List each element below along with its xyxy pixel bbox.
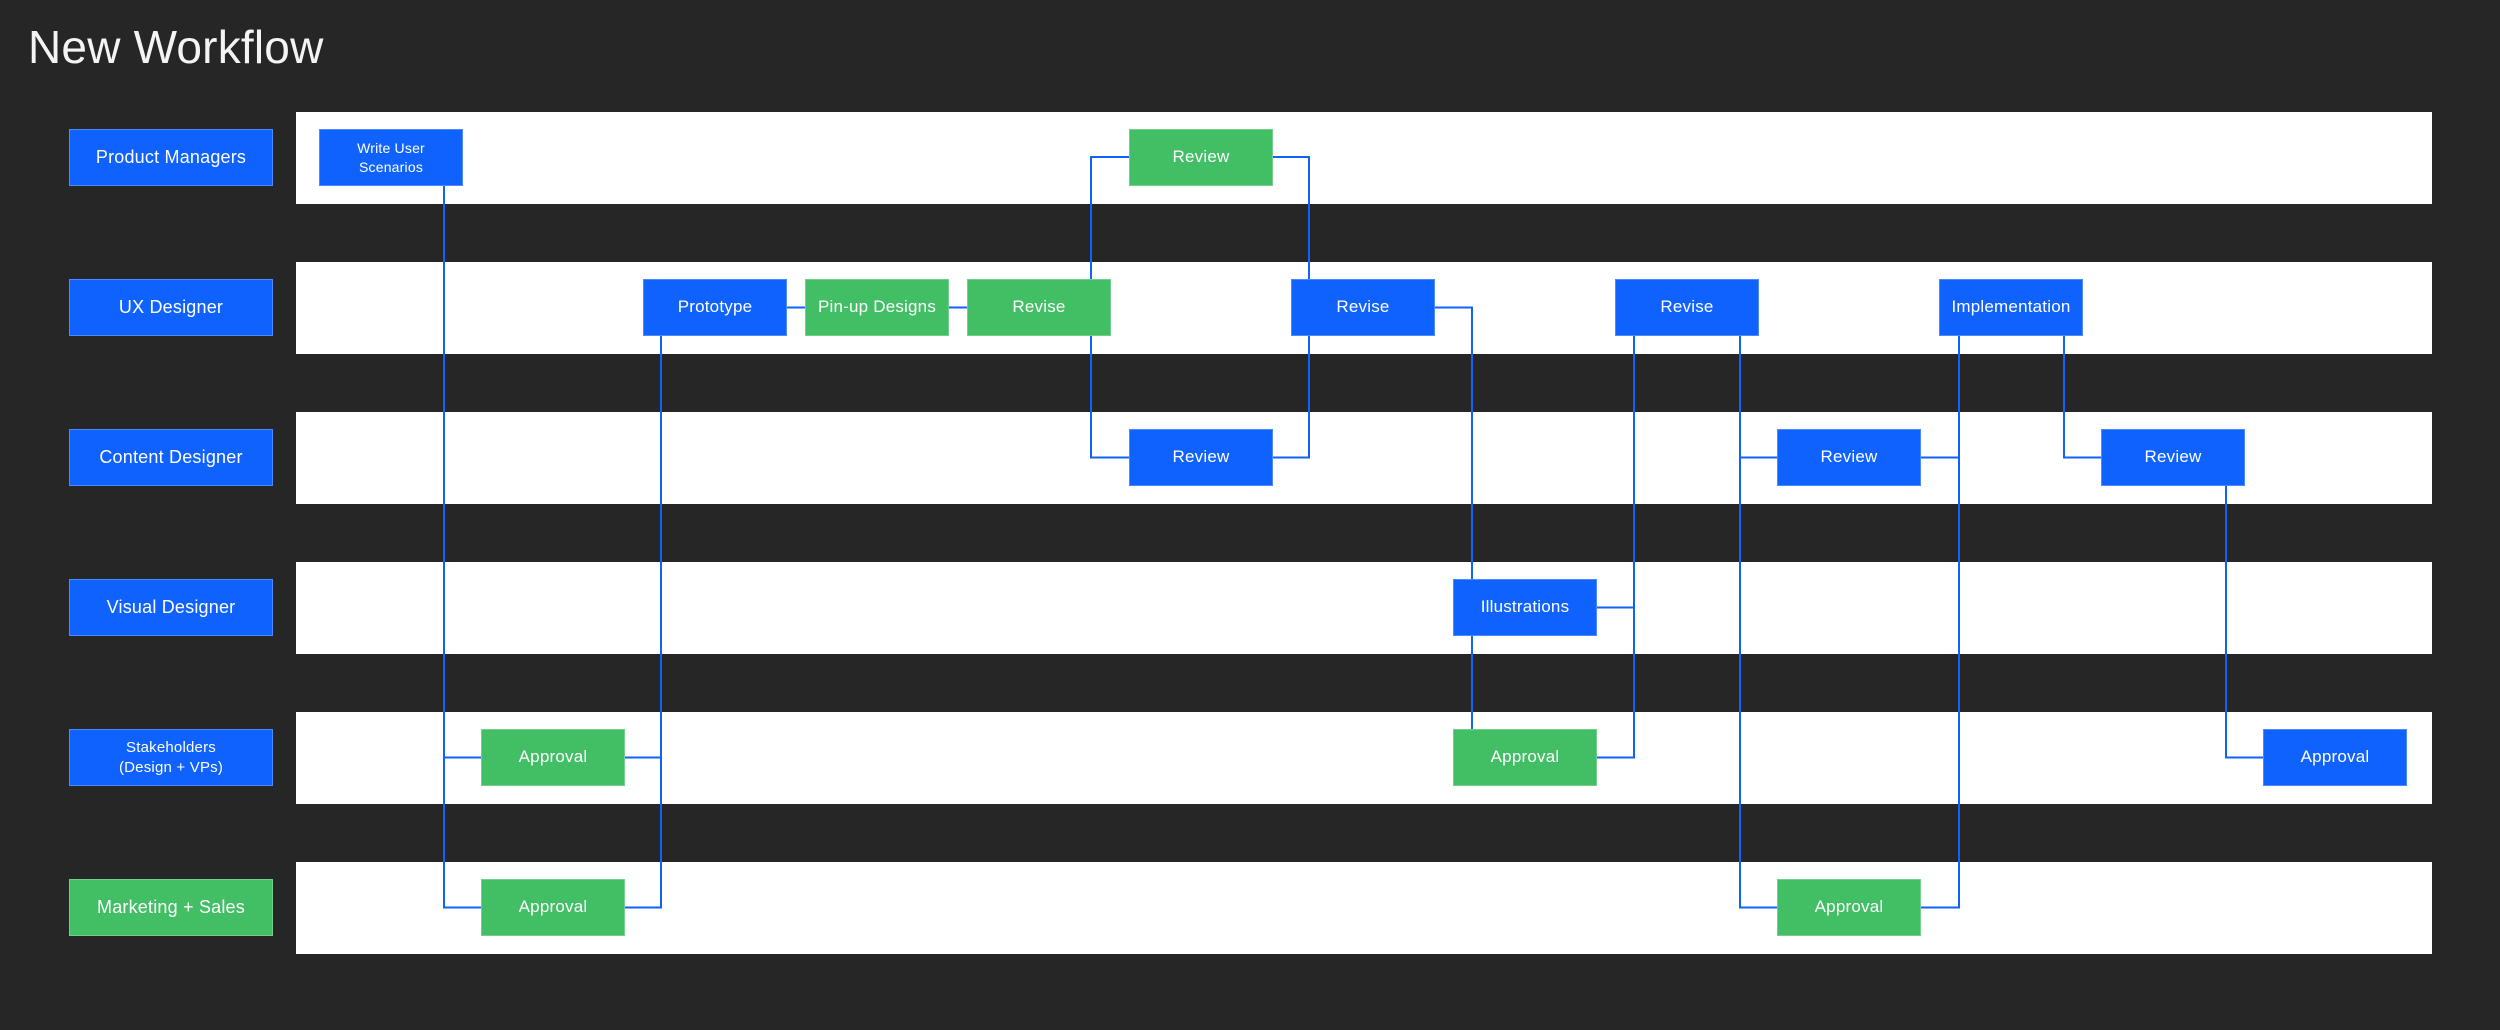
- task-label: Approval: [1814, 897, 1884, 917]
- lane-label-text: Marketing + Sales: [97, 896, 245, 917]
- task-approval-marketing-2[interactable]: Approval: [1777, 879, 1921, 936]
- task-label: Prototype: [677, 297, 753, 317]
- connector-revise3-to-approval-stakeholders2: [1597, 336, 1635, 759]
- task-label: Pin-up Designs: [817, 297, 937, 317]
- task-label: Implementation: [1951, 297, 2071, 317]
- connector-revise3-to-approval-marketing2: [1739, 336, 1777, 909]
- task-label: Approval: [2300, 747, 2370, 767]
- task-label: Review: [2144, 447, 2202, 467]
- lane-row-product-managers: [296, 112, 2432, 204]
- task-revise-2[interactable]: Revise: [1291, 279, 1435, 336]
- task-approval-stakeholders-1[interactable]: Approval: [481, 729, 625, 786]
- lane-label-text: UX Designer: [118, 296, 224, 317]
- task-approval-marketing-1[interactable]: Approval: [481, 879, 625, 936]
- task-approval-stakeholders-2[interactable]: Approval: [1453, 729, 1597, 786]
- connector-revise2-to-illustrations: [1435, 306, 1473, 729]
- lane-row-visual-designer: [296, 562, 2432, 654]
- lane-label-text: Visual Designer: [106, 596, 236, 617]
- task-review-content-3[interactable]: Review: [2101, 429, 2245, 486]
- task-approval-stakeholders-3[interactable]: Approval: [2263, 729, 2407, 786]
- lane-label-visual-designer[interactable]: Visual Designer: [69, 579, 273, 636]
- task-label: Revise: [1660, 297, 1714, 317]
- task-review-content-1[interactable]: Review: [1129, 429, 1273, 486]
- task-label: Revise: [1336, 297, 1390, 317]
- lane-label-content-designer[interactable]: Content Designer: [69, 429, 273, 486]
- task-prototype[interactable]: Prototype: [643, 279, 787, 336]
- task-label: Approval: [518, 747, 588, 767]
- task-label: Scenarios: [358, 158, 424, 175]
- lane-label-text: Product Managers: [95, 146, 247, 167]
- connector-implementation-to-approval-marketing2: [1921, 336, 1960, 909]
- task-label: Review: [1820, 447, 1878, 467]
- task-review-product[interactable]: Review: [1129, 129, 1273, 186]
- connector-write-user-scenarios-to-approvals-left: [443, 186, 481, 909]
- lane-label-ux-designer[interactable]: UX Designer: [69, 279, 273, 336]
- task-illustrations[interactable]: Illustrations: [1453, 579, 1597, 636]
- lane-label-text: (Design + VPs): [118, 758, 224, 776]
- task-label: Review: [1172, 447, 1230, 467]
- task-revise-3[interactable]: Revise: [1615, 279, 1759, 336]
- connector-review3-to-approval-blue: [2225, 486, 2263, 759]
- page-title: New Workflow: [28, 21, 324, 73]
- task-label: Revise: [1012, 297, 1066, 317]
- task-revise-1[interactable]: Revise: [967, 279, 1111, 336]
- lane-label-product-managers[interactable]: Product Managers: [69, 129, 273, 186]
- task-pin-up-designs[interactable]: Pin-up Designs: [805, 279, 949, 336]
- task-implementation[interactable]: Implementation: [1939, 279, 2083, 336]
- task-label: Review: [1172, 147, 1230, 167]
- lane-label-text: Stakeholders: [126, 739, 216, 756]
- lane-label-marketing-sales[interactable]: Marketing + Sales: [69, 879, 273, 936]
- connector-implementation-to-review3: [2063, 336, 2101, 459]
- task-label: Approval: [1490, 747, 1560, 767]
- lane-label-text: Content Designer: [99, 446, 243, 467]
- task-review-content-2[interactable]: Review: [1777, 429, 1921, 486]
- task-label: Approval: [518, 897, 588, 917]
- connector-prototype-to-approvals-right: [625, 336, 662, 909]
- task-label: Illustrations: [1480, 597, 1570, 617]
- lane-label-stakeholders[interactable]: Stakeholders (Design + VPs): [69, 729, 273, 786]
- task-label: Write User: [357, 139, 425, 156]
